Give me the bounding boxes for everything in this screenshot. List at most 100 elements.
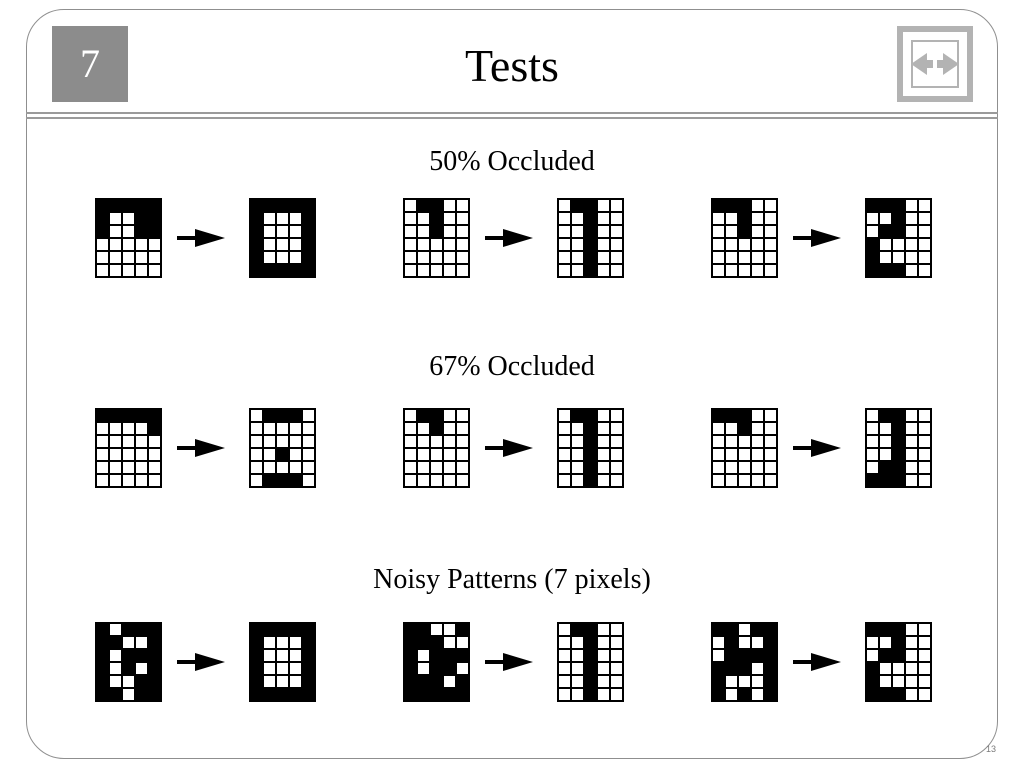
empty-pixel: [457, 462, 468, 473]
empty-pixel: [739, 637, 750, 648]
empty-pixel: [598, 475, 609, 486]
empty-pixel: [123, 213, 134, 224]
empty-pixel: [919, 410, 930, 421]
empty-pixel: [431, 252, 442, 263]
empty-pixel: [457, 423, 468, 434]
empty-pixel: [559, 252, 570, 263]
empty-pixel: [611, 213, 622, 224]
filled-pixel: [276, 474, 289, 487]
empty-pixel: [405, 436, 416, 447]
empty-pixel: [290, 239, 301, 250]
arrow-right-icon: [177, 229, 225, 247]
filled-pixel: [148, 199, 161, 212]
empty-pixel: [110, 449, 121, 460]
filled-pixel: [892, 422, 905, 435]
empty-pixel: [149, 449, 160, 460]
filled-pixel: [456, 688, 469, 701]
empty-pixel: [765, 436, 776, 447]
filled-pixel: [584, 461, 597, 474]
empty-pixel: [444, 226, 455, 237]
filled-pixel: [417, 199, 430, 212]
empty-pixel: [765, 410, 776, 421]
empty-pixel: [752, 449, 763, 460]
empty-pixel: [559, 265, 570, 276]
empty-pixel: [867, 423, 878, 434]
empty-pixel: [444, 252, 455, 263]
empty-pixel: [572, 650, 583, 661]
empty-pixel: [277, 239, 288, 250]
filled-pixel: [764, 636, 777, 649]
empty-pixel: [405, 265, 416, 276]
empty-pixel: [123, 637, 134, 648]
filled-pixel: [302, 212, 315, 225]
empty-pixel: [919, 423, 930, 434]
empty-pixel: [598, 449, 609, 460]
filled-pixel: [289, 409, 302, 422]
empty-pixel: [457, 239, 468, 250]
empty-pixel: [906, 213, 917, 224]
arrow-right-icon: [793, 653, 841, 671]
filled-pixel: [866, 251, 879, 264]
filled-pixel: [302, 199, 315, 212]
empty-pixel: [893, 239, 904, 250]
empty-pixel: [149, 475, 160, 486]
filled-pixel: [250, 199, 263, 212]
empty-pixel: [290, 423, 301, 434]
empty-pixel: [919, 265, 930, 276]
empty-pixel: [611, 200, 622, 211]
filled-pixel: [866, 662, 879, 675]
filled-pixel: [250, 688, 263, 701]
filled-pixel: [584, 675, 597, 688]
filled-pixel: [148, 688, 161, 701]
empty-pixel: [752, 663, 763, 674]
filled-pixel: [571, 199, 584, 212]
input-pattern-grid: [95, 408, 162, 488]
filled-pixel: [250, 623, 263, 636]
output-pattern-grid: [865, 198, 932, 278]
empty-pixel: [906, 624, 917, 635]
empty-pixel: [277, 650, 288, 661]
input-pattern-grid: [95, 622, 162, 702]
empty-pixel: [97, 239, 108, 250]
empty-pixel: [277, 663, 288, 674]
filled-pixel: [250, 662, 263, 675]
filled-pixel: [584, 636, 597, 649]
output-pattern-grid: [865, 622, 932, 702]
empty-pixel: [123, 265, 134, 276]
filled-pixel: [725, 662, 738, 675]
empty-pixel: [431, 462, 442, 473]
header-rule: [26, 117, 998, 119]
filled-pixel: [96, 688, 109, 701]
empty-pixel: [110, 423, 121, 434]
empty-pixel: [277, 676, 288, 687]
output-pattern-grid: [557, 408, 624, 488]
filled-pixel: [135, 649, 148, 662]
filled-pixel: [892, 435, 905, 448]
empty-pixel: [919, 462, 930, 473]
empty-pixel: [418, 265, 429, 276]
empty-pixel: [123, 475, 134, 486]
empty-pixel: [264, 449, 275, 460]
filled-pixel: [584, 623, 597, 636]
empty-pixel: [136, 265, 147, 276]
filled-pixel: [443, 649, 456, 662]
arrow-right-icon: [177, 653, 225, 671]
empty-pixel: [97, 475, 108, 486]
arrow-right-icon: [177, 439, 225, 457]
filled-pixel: [738, 199, 751, 212]
filled-pixel: [417, 636, 430, 649]
input-pattern-grid: [711, 198, 778, 278]
empty-pixel: [123, 689, 134, 700]
empty-pixel: [264, 239, 275, 250]
empty-pixel: [765, 449, 776, 460]
filled-pixel: [302, 675, 315, 688]
empty-pixel: [713, 265, 724, 276]
empty-pixel: [559, 213, 570, 224]
empty-pixel: [290, 462, 301, 473]
empty-pixel: [752, 637, 763, 648]
empty-pixel: [559, 449, 570, 460]
empty-pixel: [431, 475, 442, 486]
empty-pixel: [765, 252, 776, 263]
filled-pixel: [263, 688, 276, 701]
empty-pixel: [752, 423, 763, 434]
